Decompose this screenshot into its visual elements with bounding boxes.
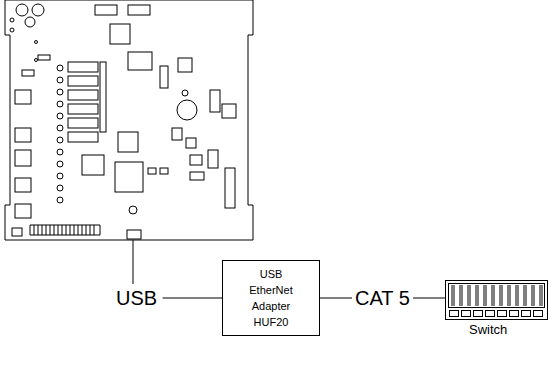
port-label: USB (116, 286, 157, 310)
adapter-box: USB EtherNet Adapter HUF20 (222, 260, 320, 336)
switch-label: Switch (445, 322, 548, 338)
switch-icon (445, 280, 548, 320)
cable-label: CAT 5 (352, 286, 413, 310)
box-text: USB EtherNet Adapter HUF20 (242, 266, 300, 330)
network-switch: Switch (445, 280, 548, 320)
usb-cable (163, 298, 222, 299)
